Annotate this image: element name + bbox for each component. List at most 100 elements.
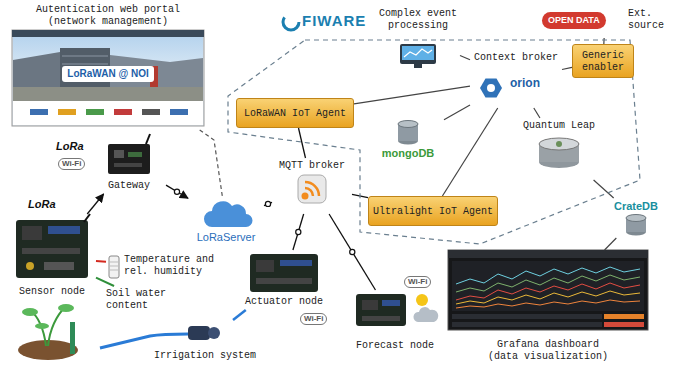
node-label: Complex event processing: [378, 8, 458, 32]
quantum-leap-icon: [539, 138, 579, 168]
cep-monitor-icon: [414, 64, 422, 68]
sensor-board: [16, 220, 88, 278]
connector: [354, 86, 470, 104]
node-label: Temperature and rel. humidity: [124, 254, 218, 278]
portal-screenshot: [30, 109, 48, 115]
mqtt-icon: [298, 175, 326, 203]
sensor-board: [16, 214, 90, 278]
label-anchor: Wi-Fi: [404, 276, 431, 288]
orion-icon: [480, 79, 502, 98]
portal-screenshot: [13, 37, 203, 87]
mqtt-icon: [305, 182, 319, 196]
sensor-board: [22, 226, 42, 240]
dashboard-panel: Grafana dashboard (data visualization): [448, 250, 648, 365]
wifi-logo: Wi-Fi: [300, 313, 327, 325]
cep-monitor-icon: [404, 49, 432, 57]
gateway-device: [114, 163, 142, 167]
connector: [293, 214, 304, 250]
grafana-screenshot: [456, 291, 640, 304]
cratedb-cylinder: [626, 215, 646, 222]
gateway-device: [128, 152, 142, 157]
grafana-screenshot: [448, 250, 648, 330]
database-node: mongoDB: [372, 118, 444, 162]
portal-screenshot: [13, 101, 203, 125]
lora-logo: LoRa: [56, 140, 84, 153]
node-sublabel: LoRaWAN @ NOI: [62, 66, 153, 82]
cep-monitor-icon: [400, 44, 436, 64]
sensor-node: Sensor node: [8, 214, 96, 300]
connector: [87, 194, 103, 214]
node-label: Actuator node: [245, 296, 323, 308]
line-bullet: [265, 201, 270, 206]
grafana-screenshot: [452, 322, 602, 327]
forecast-board: [356, 294, 406, 326]
node-label: Soil water content: [106, 288, 182, 312]
quantum-leap-icon: [556, 141, 562, 147]
gateway-device: [108, 144, 150, 174]
forecast-board: [362, 300, 378, 310]
portal-screenshot: [86, 109, 104, 115]
node-label: Gateway: [108, 180, 150, 192]
wifi-logo: Wi-Fi: [58, 158, 85, 170]
grafana-screenshot: [456, 275, 640, 292]
sensor-board: [26, 262, 34, 270]
label-anchor: LoRa: [28, 198, 56, 211]
label-anchor: Wi-Fi: [58, 158, 85, 170]
node-label: Autentication web portal (network manage…: [33, 4, 183, 28]
portal-screenshot: [12, 30, 204, 37]
soil-plant: [18, 304, 78, 360]
sensor-board: [48, 226, 80, 234]
node-label: LoRaServer: [197, 231, 256, 244]
sensor-board: [44, 262, 74, 270]
node-label: MQTT broker: [279, 160, 345, 172]
cep-monitor-icon: [400, 44, 436, 68]
connector: [96, 278, 114, 286]
fiware-region: FIWARE Complex event processingContext br…: [222, 4, 642, 244]
sensor-probe: Temperature and rel. humidity: [106, 252, 220, 282]
forecast-board: [413, 307, 438, 322]
mongodb-cylinder: [398, 121, 418, 145]
actuator-board: [250, 254, 318, 292]
mqtt-broker: MQTT broker: [272, 158, 352, 214]
node-sublabel: OPEN DATA: [542, 12, 606, 29]
portal-screenshot: [12, 30, 204, 126]
node-sublabel: orion: [510, 76, 540, 90]
connector: [298, 128, 305, 158]
node-label: mongoDB: [382, 147, 435, 160]
label-anchor: Wi-Fi: [300, 313, 327, 325]
connector: [444, 105, 470, 120]
forecast-board: [382, 300, 400, 306]
connector: [233, 310, 246, 320]
node-label: Quantum Leap: [523, 120, 595, 132]
temperature-probe: [109, 256, 119, 278]
grafana-screenshot: [456, 267, 640, 284]
fiware-logo-mark: [283, 14, 299, 30]
forecast-board: [416, 294, 428, 306]
actuator-board: [250, 254, 318, 292]
sensor-board: [84, 214, 90, 222]
gateway-device: [114, 150, 124, 158]
lora-logo: LoRa: [28, 198, 56, 211]
actuator-board: [256, 260, 274, 272]
portal-screenshot: [12, 30, 204, 126]
portal-screenshot: [170, 109, 188, 115]
connector: [264, 202, 272, 205]
portal-screenshot: [58, 109, 76, 115]
node-label: Ext. source: [628, 8, 668, 32]
grafana-screenshot: [448, 250, 648, 330]
cloud-icon: [204, 201, 253, 227]
external-source: Ext. source OPEN DATA: [540, 2, 670, 38]
connector: [442, 108, 497, 196]
context-broker: Context brokerorion: [470, 50, 562, 108]
grafana-screenshot: [456, 300, 640, 308]
grafana-screenshot: [604, 314, 644, 319]
temperature-probe: [110, 266, 118, 267]
mqtt-icon: [298, 175, 326, 203]
irrigation-pump: [100, 334, 188, 348]
actuator-node: Actuator node: [236, 250, 332, 310]
node-label: FIWARE: [302, 12, 366, 30]
orion-icon: [487, 84, 495, 92]
event-processing-node: Complex event processing: [376, 6, 460, 70]
sensor-board: [22, 248, 80, 254]
